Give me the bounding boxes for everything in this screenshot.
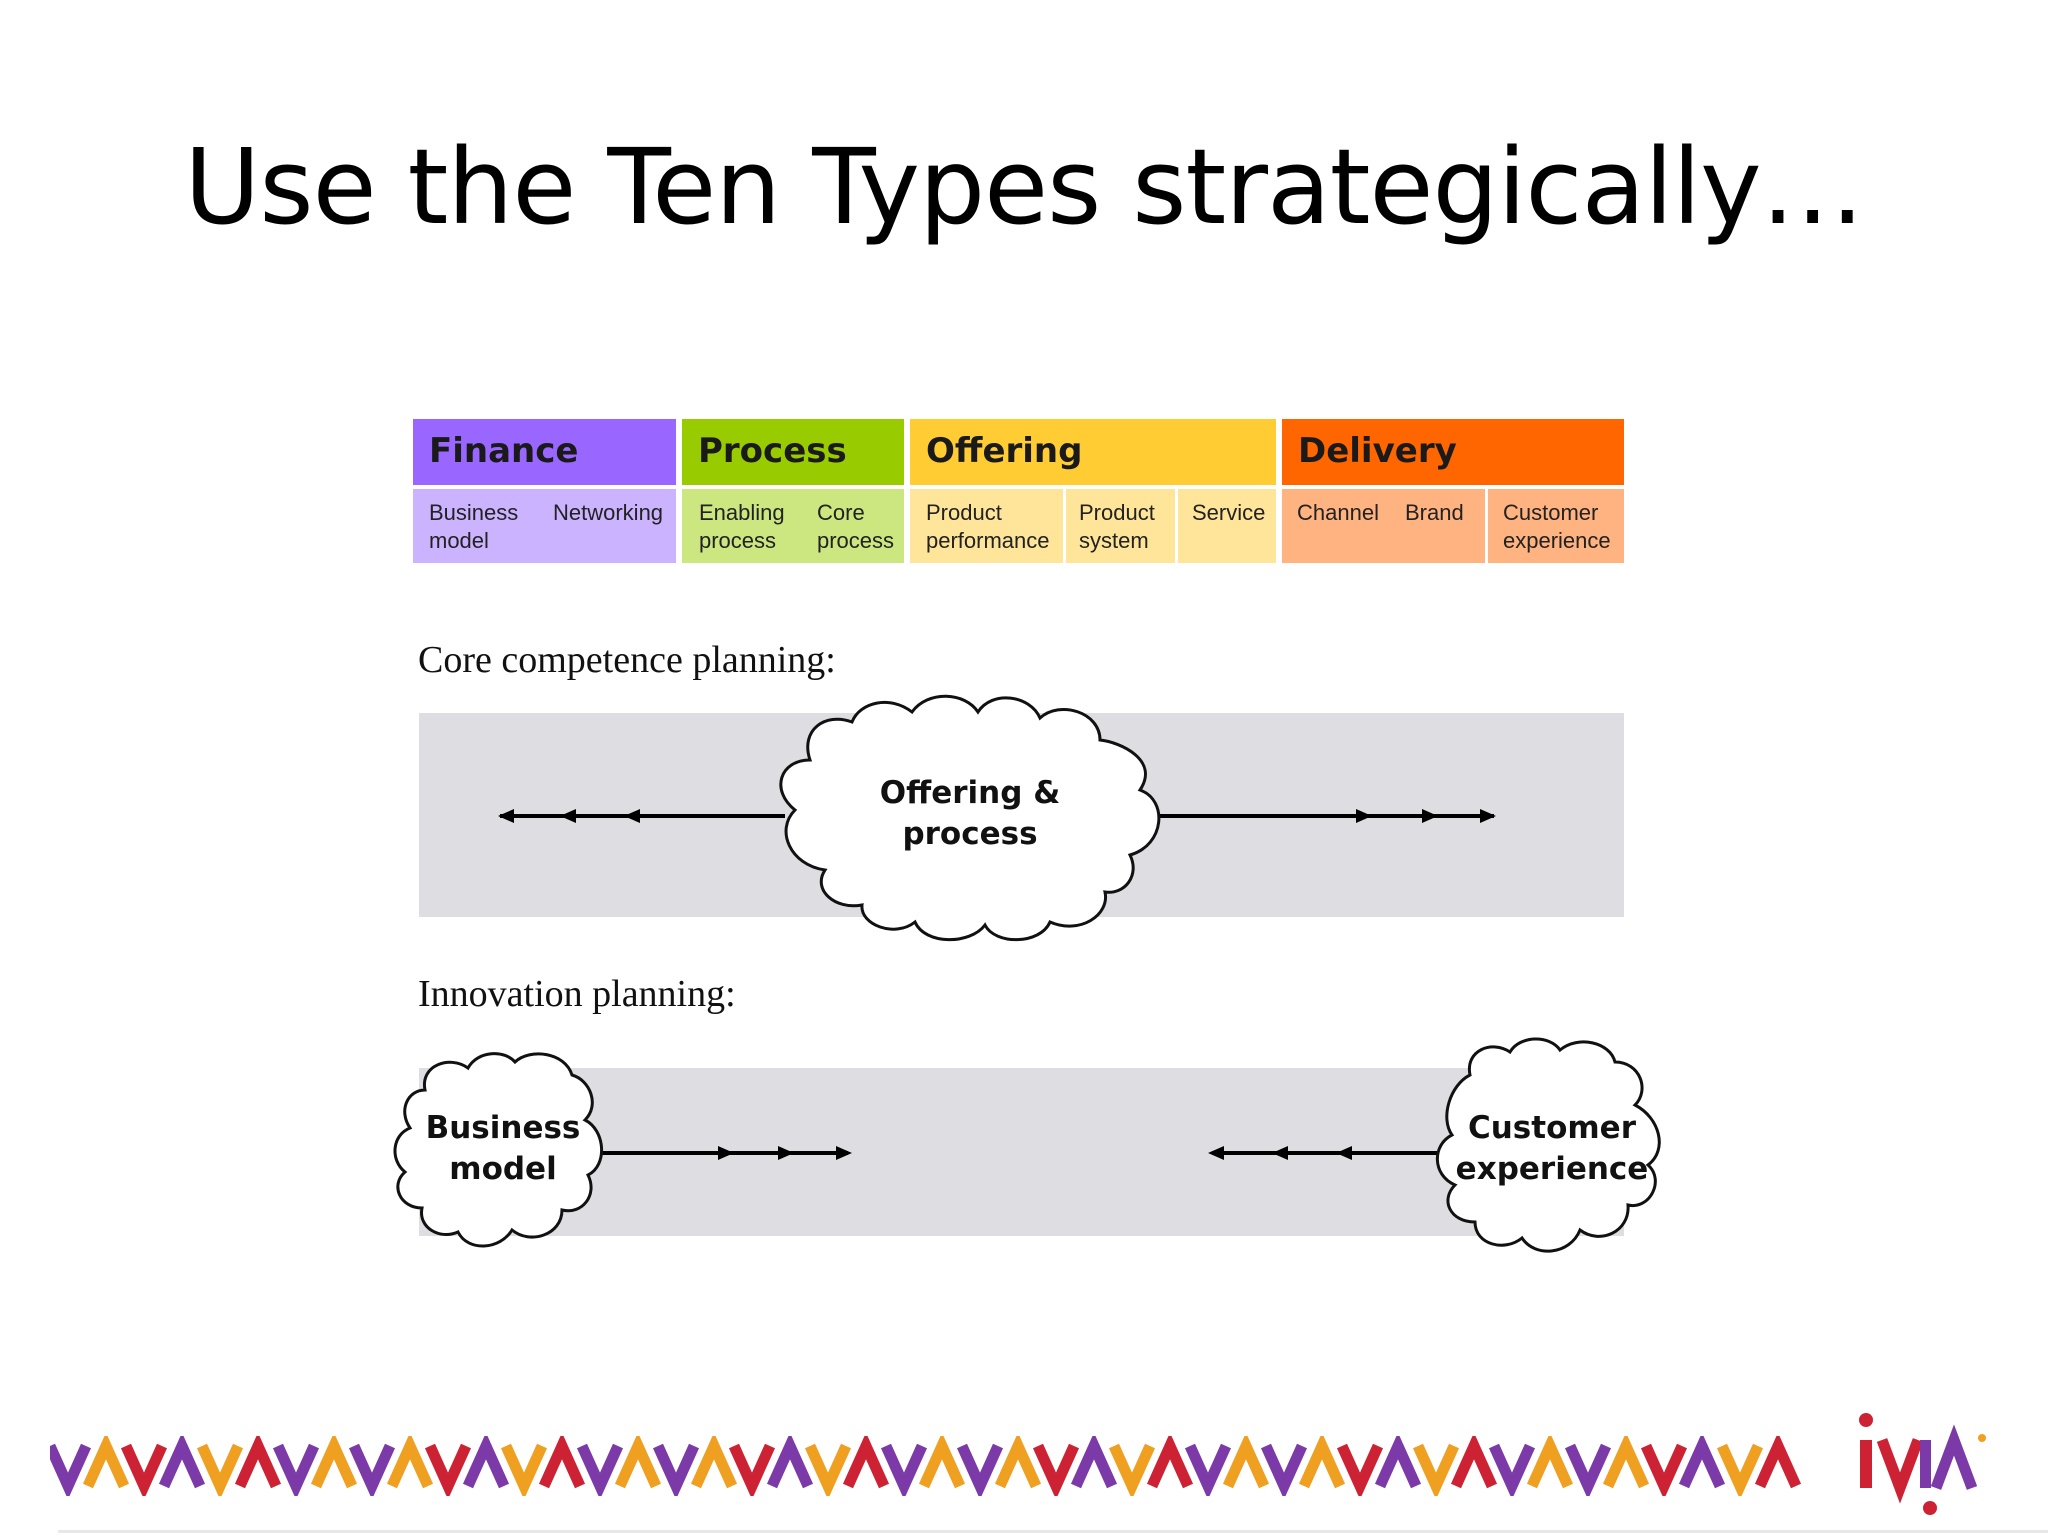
type-channel: Channel [1297,500,1379,525]
category-header-offering: Offering [910,419,1276,485]
category-header-process: Process [682,419,904,485]
offering-process-cloud [779,694,1161,942]
delivery-divider [1485,489,1488,563]
cloud-line-1: Offering & [879,775,1061,811]
zigzag-segment [880,1443,928,1496]
category-body-process [682,489,904,563]
innovation-left-arrows [1208,1146,1440,1160]
ivia-logo [1859,1413,1986,1515]
business-model-cloud-label: Business model [408,1108,598,1190]
zigzag-segment [1564,1443,1612,1496]
zigzag-segment [500,1443,548,1496]
category-body-delivery [1282,489,1624,563]
cloud-line-1: Business [425,1110,581,1146]
zigzag-segment [1678,1436,1726,1489]
cloud-line-2: process [902,816,1038,852]
type-service: Service [1192,500,1266,525]
zigzag-segment [1450,1436,1498,1489]
offering-process-cloud-label: Offering & process [850,773,1090,855]
zigzag-segment [462,1436,510,1489]
zigzag-segment [842,1436,890,1489]
cloud-line-1: Customer [1467,1110,1636,1146]
zigzag-segment [804,1443,852,1496]
zigzag-segment [158,1436,206,1489]
zigzag-segment [1336,1443,1384,1496]
innovation-label: Innovation planning: [418,973,736,1015]
business-model-cloud [393,1052,604,1248]
zigzag-segment [424,1443,472,1496]
type-business-model: Business model [429,500,519,553]
zigzag-segment [956,1443,1004,1496]
customer-experience-cloud [1435,1037,1661,1253]
category-header-delivery: Delivery [1282,419,1624,485]
zigzag-segment [1640,1443,1688,1496]
zigzag-segment [538,1436,586,1489]
zigzag-segment [1222,1436,1270,1489]
zigzag-segment [1070,1436,1118,1489]
zigzag-segment [50,1443,92,1496]
zigzag-segment [1488,1443,1536,1496]
zigzag-segment [994,1436,1042,1489]
zigzag-segment [1412,1443,1460,1496]
zigzag-segment [1184,1443,1232,1496]
type-networking: Networking [553,500,664,525]
zigzag-segment [120,1443,168,1496]
category-header-finance: Finance [413,419,676,485]
zigzag-segment [1260,1443,1308,1496]
offering-divider-1 [1063,489,1066,563]
zigzag-segment [234,1436,282,1489]
innovation-right-arrows [600,1146,852,1160]
zigzag-segment [1108,1443,1156,1496]
zigzag-segment [766,1436,814,1489]
zigzag-segment [614,1436,662,1489]
zigzag-segment [1716,1443,1764,1496]
zigzag-segment [348,1443,396,1496]
core-competence-label: Core competence planning: [418,639,836,681]
zigzag-segment [1146,1436,1194,1489]
zigzag-segment [690,1436,738,1489]
type-customer-experience: Customer experience [1503,500,1611,553]
zigzag-segment [576,1443,624,1496]
zigzag-segment [1754,1436,1802,1489]
footer-divider [58,1530,2048,1533]
zigzag-segment [82,1436,130,1489]
category-body-offering [910,489,1276,563]
type-product-system: Product system [1079,500,1155,553]
core-right-arrows [1160,809,1496,823]
zigzag-segment [652,1443,700,1496]
cloud-line-2: model [449,1151,557,1187]
zigzag-segment [1032,1443,1080,1496]
category-body-finance [413,489,676,563]
zigzag-segment [728,1443,776,1496]
zigzag-segment [1602,1436,1650,1489]
zigzag-segment [1374,1436,1422,1489]
type-product-performance: Product performance [926,500,1050,553]
decorative-zigzag-strip [50,1436,1802,1496]
customer-experience-cloud-label: Customer experience [1452,1108,1652,1190]
slide-title: Use the Ten Types strategically… [184,126,1864,248]
zigzag-segment [1298,1436,1346,1489]
cloud-line-2: experience [1455,1151,1649,1187]
type-core-process: Core process [817,500,895,553]
type-brand: Brand [1405,500,1464,525]
offering-divider-2 [1175,489,1178,563]
core-left-arrows [498,809,785,823]
zigzag-segment [918,1436,966,1489]
zigzag-segment [272,1443,320,1496]
zigzag-segment [386,1436,434,1489]
zigzag-segment [1526,1436,1574,1489]
type-enabling-process: Enabling process [699,500,785,553]
zigzag-segment [196,1443,244,1496]
zigzag-segment [310,1436,358,1489]
